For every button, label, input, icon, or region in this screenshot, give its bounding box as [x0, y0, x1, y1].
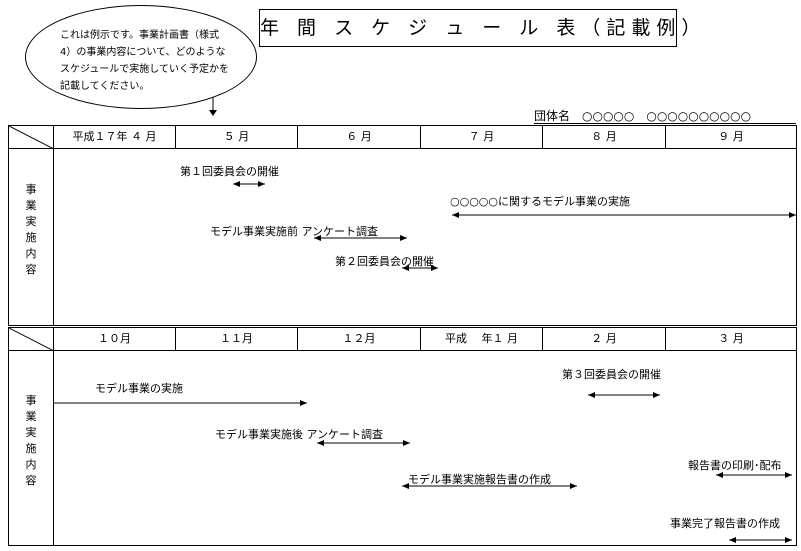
schedule-item: 第１回委員会の開催 — [180, 165, 279, 178]
schedule-item: モデル事業の実施 — [95, 382, 183, 395]
month-header: １２月 — [298, 328, 421, 351]
schedule-item: モデル事業実施後 アンケート調査 — [215, 428, 384, 441]
side-label: 事業実施内容 — [9, 149, 54, 325]
schedule-item: モデル事業実施報告書の作成 — [408, 473, 551, 486]
side-label: 事業実施内容 — [9, 351, 54, 545]
double-arrow-icon — [317, 440, 410, 446]
double-arrow-icon — [314, 235, 407, 241]
double-arrow-icon — [716, 472, 792, 478]
schedule-item: 事業完了報告書の作成 — [670, 517, 780, 530]
month-header: ２ 月 — [543, 328, 666, 351]
diagonal-cell — [8, 125, 55, 150]
month-header: ３ 月 — [666, 328, 796, 351]
month-header: ９ 月 — [666, 126, 796, 149]
double-arrow-icon — [452, 212, 796, 218]
schedule-item: ○○○○○に関するモデル事業の実施 — [450, 195, 630, 208]
schedule-item: 第３回委員会の開催 — [562, 368, 661, 381]
schedule-item: 報告書の印刷･配布 — [688, 459, 782, 472]
month-header: ５ 月 — [176, 126, 298, 149]
month-header: 平成１７年 ４ 月 — [54, 126, 176, 149]
double-arrow-icon — [233, 181, 265, 187]
page-title: 年 間 ス ケ ジ ュ ー ル 表（記載例） — [259, 9, 700, 47]
schedule-item: 第２回委員会の開催 — [335, 255, 434, 268]
double-arrow-icon — [402, 265, 438, 271]
month-header: ６ 月 — [298, 126, 421, 149]
double-arrow-icon — [729, 537, 792, 543]
month-header: ７ 月 — [421, 126, 543, 149]
double-arrow-icon — [402, 483, 577, 489]
schedule-table-2: １０月 １１月 １２月 平成 年１ 月 ２ 月 ３ 月 事業実施内容 — [8, 327, 797, 546]
organization-name: 団体名 ○○○○○ ○○○○○○○○○○ — [534, 109, 796, 124]
note-text: これは例示です。事業計画書（様式4）の事業内容について、どのようなスケジュールで… — [60, 30, 229, 92]
diagonal-cell — [8, 327, 55, 352]
month-header: １０月 — [54, 328, 176, 351]
month-header: ８ 月 — [543, 126, 666, 149]
double-arrow-icon — [588, 392, 660, 398]
schedule-table-1: 平成１７年 ４ 月 ５ 月 ６ 月 ７ 月 ８ 月 ９ 月 事業実施内容 — [8, 125, 797, 326]
month-header: 平成 年１ 月 — [421, 328, 543, 351]
double-arrow-icon — [53, 400, 307, 406]
month-header: １１月 — [176, 328, 298, 351]
note-bubble — [25, 5, 257, 109]
schedule-item: モデル事業実施前 アンケート調査 — [210, 225, 379, 238]
